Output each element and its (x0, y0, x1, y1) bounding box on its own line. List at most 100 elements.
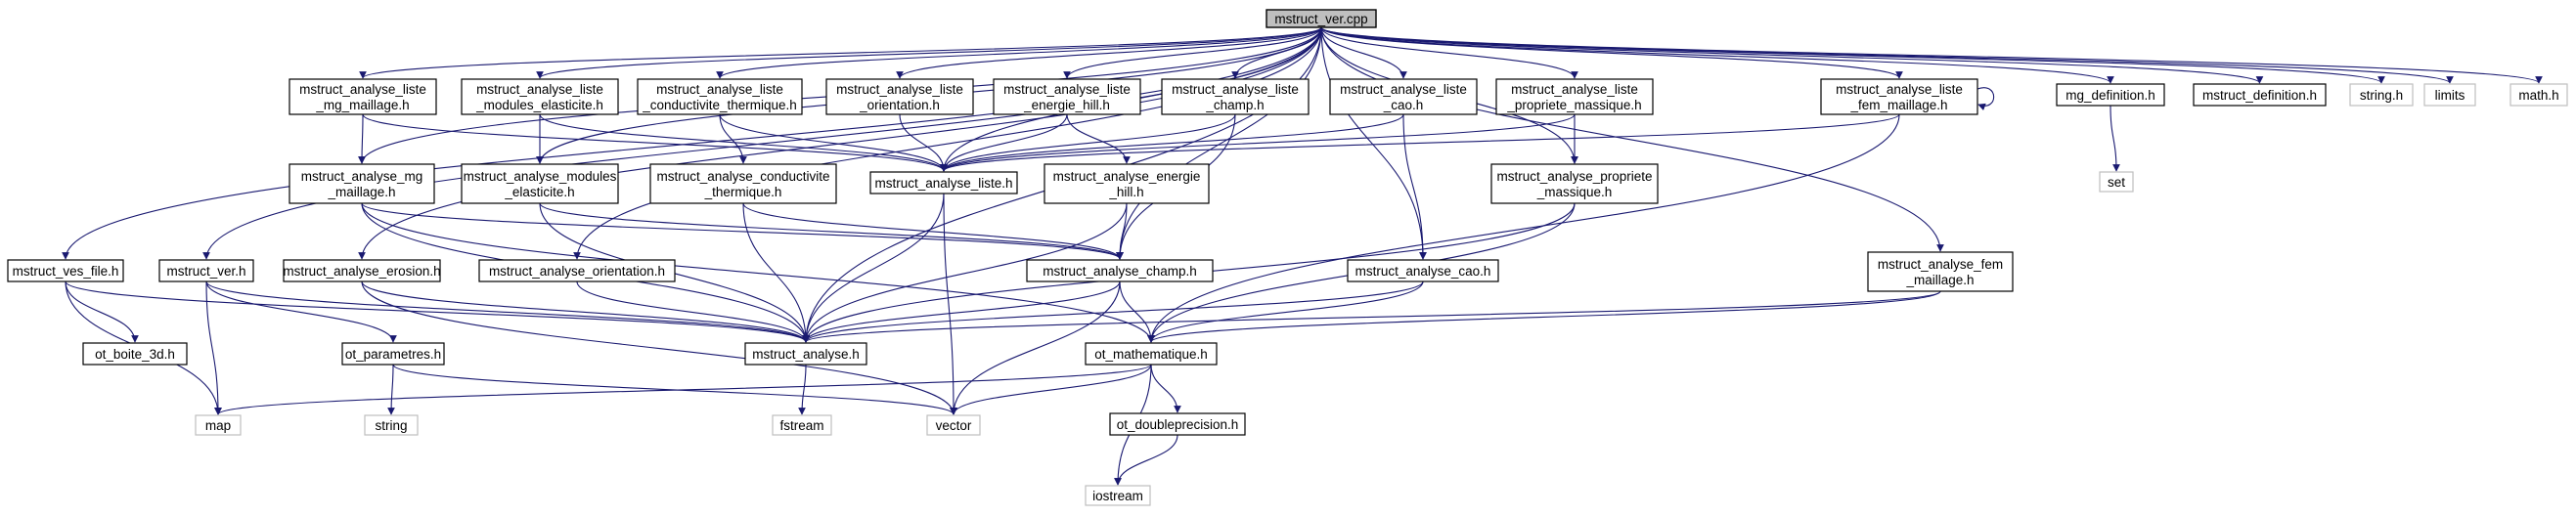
edge-mathematique-to-map (214, 364, 1152, 415)
edge-energie-hill-to-champ (1116, 202, 1128, 260)
node-liste-cao[interactable]: mstruct_analyse_liste_cao.h (1329, 78, 1478, 115)
node-mg-maillage[interactable]: mstruct_analyse_mg_maillage.h (289, 163, 435, 204)
node-analyse[interactable]: mstruct_analyse.h (744, 342, 867, 366)
node-fstream: fstream (772, 414, 832, 436)
node-liste-mg[interactable]: mstruct_analyse_liste_mg_maillage.h (289, 78, 437, 115)
edge-root-to-erosion (358, 26, 1322, 260)
edge-root-to-liste-hill (1063, 26, 1322, 79)
edge-cao-to-mathematique (1147, 280, 1424, 343)
edge-conductivite-to-champ (742, 202, 1124, 260)
node-mathematique[interactable]: ot_mathematique.h (1085, 342, 1218, 366)
edge-analyse-to-fstream (798, 364, 807, 415)
node-conductivite[interactable]: mstruct_analyse_conductivite_thermique.h (649, 163, 837, 204)
node-label: mstruct_ver.cpp (1274, 12, 1367, 26)
node-box (1329, 78, 1478, 115)
edge-liste-hill-to-energie-hill (1066, 113, 1131, 164)
node-label: _conductivite_thermique.h (642, 98, 797, 112)
node-label: ot_doubleprecision.h (1117, 417, 1239, 432)
node-box (478, 259, 676, 282)
node-liste-mod[interactable]: mstruct_analyse_liste_modules_elasticite… (461, 78, 619, 115)
node-label: mstruct_analyse.h (752, 347, 860, 362)
node-box (1085, 342, 1218, 366)
node-label: mstruct_analyse_modules (464, 169, 617, 184)
edge-root-to-mg-def (1320, 26, 2114, 84)
edge-liste-cond-to-liste-h (719, 113, 948, 172)
node-mg-def[interactable]: mg_definition.h (2056, 83, 2165, 107)
node-parametres[interactable]: ot_parametres.h (341, 342, 445, 366)
node-label: mstruct_analyse_liste (1511, 82, 1638, 97)
node-box (283, 259, 441, 282)
edge-mg-maillage-to-champ (361, 202, 1124, 260)
node-label: mstruct_analyse_champ.h (1043, 264, 1197, 279)
edge-root-to-liste-cond (716, 26, 1322, 79)
edge-doubleprecision-to-iostream (1114, 434, 1178, 486)
node-liste-prop[interactable]: mstruct_analyse_liste_propriete_massique… (1495, 78, 1654, 115)
node-label: _propriete_massique.h (1506, 98, 1641, 112)
node-label: mstruct_analyse_liste (836, 82, 963, 97)
node-label: _massique.h (1536, 185, 1613, 199)
edge-root-to-liste-mod (536, 26, 1322, 79)
node-label: mstruct_analyse_mg (301, 169, 423, 184)
node-label: mstruct_analyse_liste (1172, 82, 1299, 97)
node-boite[interactable]: ot_boite_3d.h (82, 342, 188, 366)
edge-liste-mod-to-liste-h (539, 113, 948, 172)
node-ves-file[interactable]: mstruct_ves_file.h (7, 259, 124, 282)
node-liste-fem[interactable]: mstruct_analyse_liste_fem_maillage.h (1820, 78, 1978, 115)
node-doubleprecision[interactable]: ot_doubleprecision.h (1109, 412, 1246, 436)
node-label: _fem_maillage.h (1849, 98, 1947, 112)
node-box (461, 163, 619, 204)
edge-mg-maillage-to-mathematique (361, 202, 1155, 343)
node-label: mstruct_analyse_fem (1878, 257, 2003, 272)
edge-liste-fem-to-liste-h (940, 113, 1900, 172)
edge-champ-to-analyse (802, 280, 1121, 343)
node-label: ot_mathematique.h (1094, 347, 1208, 362)
node-label: _thermique.h (704, 185, 782, 199)
node-cao[interactable]: mstruct_analyse_cao.h (1347, 259, 1499, 282)
node-modules[interactable]: mstruct_analyse_modules_elasticite.h (461, 163, 619, 204)
node-mstruct-ver-h[interactable]: mstruct_ver.h (158, 259, 254, 282)
edge-mstruct-ver-h-to-map (205, 280, 222, 415)
node-liste-orient[interactable]: mstruct_analyse_liste_orientation.h (825, 78, 974, 115)
node-erosion[interactable]: mstruct_analyse_erosion.h (283, 259, 441, 282)
node-label: mstruct_analyse_energie (1053, 169, 1201, 184)
node-limits: limits (2423, 83, 2476, 107)
node-label: _elasticite.h (504, 185, 574, 199)
node-map: map (195, 414, 242, 436)
edge-liste-cao-to-cao (1402, 113, 1427, 260)
edge-erosion-to-vector (361, 280, 957, 415)
edge-root-to-fem-maillage (1320, 26, 1944, 252)
node-root[interactable]: mstruct_ver.cpp (1266, 9, 1377, 28)
node-label: mstruct_definition.h (2202, 88, 2317, 103)
node-label: mstruct_analyse_liste (656, 82, 783, 97)
node-energie-hill[interactable]: mstruct_analyse_energie_hill.h (1044, 163, 1210, 204)
node-label: mstruct_analyse_orientation.h (489, 264, 665, 279)
node-box (1867, 251, 2014, 292)
node-label: mstruct_analyse_liste (1836, 82, 1963, 97)
node-liste-h[interactable]: mstruct_analyse_liste.h (869, 171, 1018, 194)
node-fem-maillage[interactable]: mstruct_analyse_fem_maillage.h (1867, 251, 2014, 292)
node-label: _champ.h (1205, 98, 1264, 112)
node-liste-champ[interactable]: mstruct_analyse_liste_champ.h (1161, 78, 1310, 115)
node-champ[interactable]: mstruct_analyse_champ.h (1026, 259, 1214, 282)
node-string: string (364, 414, 419, 436)
node-propriete[interactable]: mstruct_analyse_propriete_massique.h (1490, 163, 1659, 204)
node-box (7, 259, 124, 282)
node-orientation[interactable]: mstruct_analyse_orientation.h (478, 259, 676, 282)
edge-liste-champ-to-liste-h (940, 113, 1236, 172)
node-label: mg_definition.h (2065, 88, 2155, 103)
node-box (649, 163, 837, 204)
node-label: _mg_maillage.h (315, 98, 409, 112)
node-label: mstruct_analyse_liste (1340, 82, 1467, 97)
node-box (1495, 78, 1654, 115)
node-mstruct-def[interactable]: mstruct_definition.h (2193, 83, 2327, 107)
edge-ves-file-to-boite (65, 280, 139, 343)
node-label: mstruct_analyse_erosion.h (283, 264, 440, 279)
node-label: mstruct_ver.h (166, 264, 245, 279)
edge-orientation-to-analyse (576, 280, 810, 343)
edge-mstruct-ver-h-to-analyse (205, 280, 810, 343)
node-label: fstream (779, 418, 823, 433)
node-liste-hill[interactable]: mstruct_analyse_liste_energie_hill.h (993, 78, 1141, 115)
node-liste-cond[interactable]: mstruct_analyse_liste_conductivite_therm… (637, 78, 803, 115)
edge-energie-hill-to-analyse (802, 202, 1128, 343)
node-box (195, 414, 242, 436)
